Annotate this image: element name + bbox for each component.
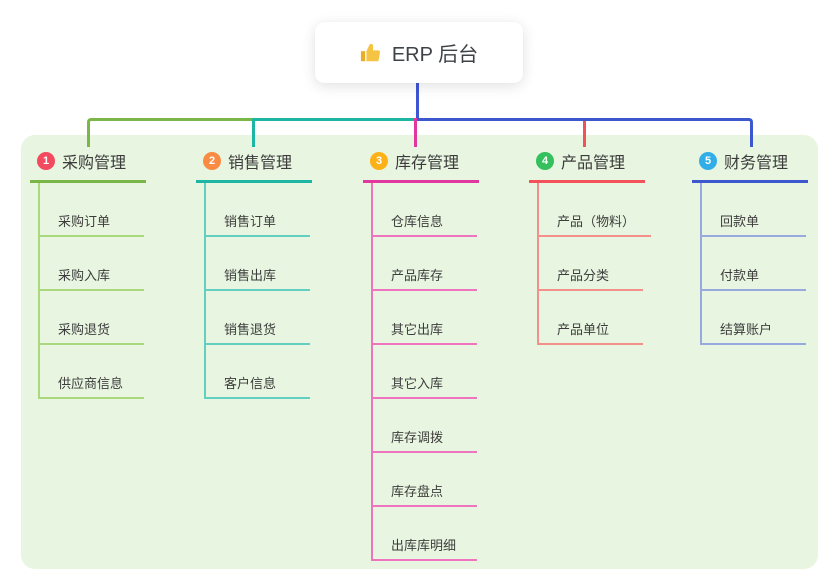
branch-children: 仓库信息产品库存其它出库其它入库库存调拨库存盘点出库库明细 [371, 183, 479, 561]
branch-title-label: 销售管理 [228, 155, 293, 172]
child-node[interactable]: 产品单位 [539, 291, 643, 345]
branch-5-connector [417, 118, 753, 147]
child-node[interactable]: 出库库明细 [373, 507, 477, 561]
branch-title-label: 财务管理 [724, 155, 789, 172]
child-node[interactable]: 回款单 [702, 183, 806, 237]
branches-panel [21, 135, 818, 569]
branch-number-badge: 3 [370, 152, 388, 170]
child-node[interactable]: 采购订单 [40, 183, 144, 237]
branch-children: 销售订单销售出库销售退货客户信息 [204, 183, 312, 399]
branch-title[interactable]: 1 采购管理 [30, 147, 146, 183]
branch-title[interactable]: 2 销售管理 [196, 147, 312, 183]
root-label: ERP 后台 [391, 44, 479, 66]
branch-2-connector [252, 118, 418, 147]
child-node[interactable]: 库存调拨 [373, 399, 477, 453]
branch-children: 产品（物料）产品分类产品单位 [537, 183, 652, 345]
child-node[interactable]: 销售退货 [206, 291, 310, 345]
branch-4-connector [583, 118, 586, 147]
branch-number-badge: 1 [37, 152, 55, 170]
branch-title[interactable]: 5 财务管理 [692, 147, 808, 183]
branch-children: 回款单付款单结算账户 [700, 183, 808, 345]
child-node[interactable]: 结算账户 [702, 291, 806, 345]
child-node[interactable]: 产品分类 [539, 237, 643, 291]
child-node[interactable]: 仓库信息 [373, 183, 477, 237]
child-node[interactable]: 产品库存 [373, 237, 477, 291]
branch-1-connector [87, 118, 255, 147]
branch-title[interactable]: 4 产品管理 [529, 147, 645, 183]
child-node[interactable]: 供应商信息 [40, 345, 144, 399]
branch-3-connector [414, 118, 417, 147]
branch: 2 销售管理 销售订单销售出库销售退货客户信息 [196, 147, 312, 399]
branch-title-label: 库存管理 [395, 155, 460, 172]
child-node[interactable]: 其它入库 [373, 345, 477, 399]
branch-children: 采购订单采购入库采购退货供应商信息 [38, 183, 146, 399]
thumbs-up-icon [360, 42, 382, 64]
child-node[interactable]: 付款单 [702, 237, 806, 291]
branch: 3 库存管理 仓库信息产品库存其它出库其它入库库存调拨库存盘点出库库明细 [363, 147, 479, 561]
child-node[interactable]: 库存盘点 [373, 453, 477, 507]
child-node[interactable]: 采购入库 [40, 237, 144, 291]
branch-title-label: 采购管理 [62, 155, 127, 172]
branch-number-badge: 4 [536, 152, 554, 170]
branch-title[interactable]: 3 库存管理 [363, 147, 479, 183]
child-node[interactable]: 客户信息 [206, 345, 310, 399]
branch: 5 财务管理 回款单付款单结算账户 [692, 147, 808, 345]
branch-number-badge: 2 [203, 152, 221, 170]
child-node[interactable]: 采购退货 [40, 291, 144, 345]
child-node[interactable]: 销售出库 [206, 237, 310, 291]
branch: 1 采购管理 采购订单采购入库采购退货供应商信息 [30, 147, 146, 399]
child-node[interactable]: 销售订单 [206, 183, 310, 237]
root-connector-line [416, 83, 419, 119]
branch-number-badge: 5 [699, 152, 717, 170]
branch-title-label: 产品管理 [561, 155, 626, 172]
child-node[interactable]: 产品（物料） [539, 183, 652, 237]
branch: 4 产品管理 产品（物料）产品分类产品单位 [529, 147, 652, 345]
child-node[interactable]: 其它出库 [373, 291, 477, 345]
root-node[interactable]: ERP 后台 [315, 22, 523, 83]
